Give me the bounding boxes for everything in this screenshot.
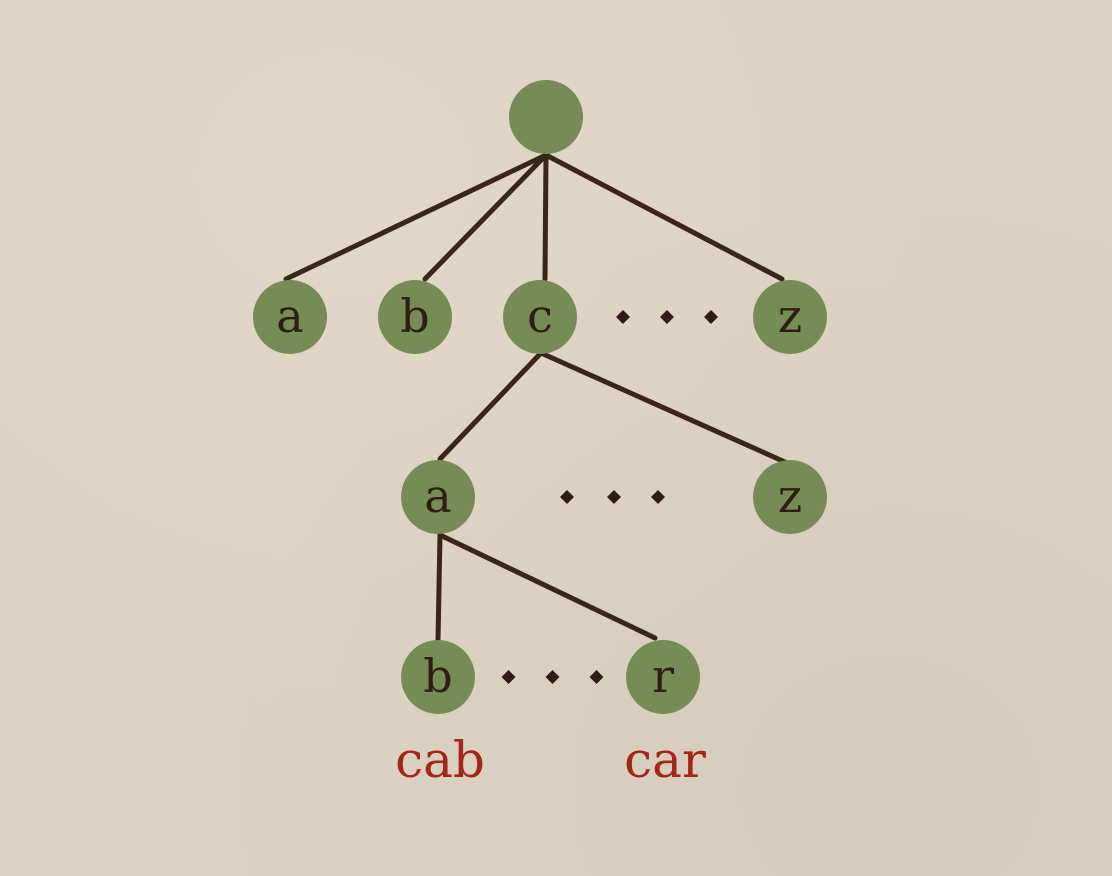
edge-a2-b3 — [435, 532, 443, 643]
node-label: a — [276, 289, 303, 343]
node-b1: b — [378, 280, 452, 354]
node-label: r — [652, 649, 674, 703]
node-label: b — [423, 649, 452, 703]
node-label: a — [424, 469, 451, 523]
node-label: z — [778, 469, 802, 523]
ellipsis-dots — [501, 670, 604, 684]
node-z1: z — [753, 280, 827, 354]
nodes-layer: a b c z a z b r — [253, 80, 827, 714]
ellipsis-dot — [660, 310, 674, 324]
node-circle — [509, 80, 583, 154]
edge-root-z1 — [543, 152, 785, 282]
node-b3: b — [401, 640, 475, 714]
node-circle — [753, 280, 827, 354]
node-circle — [253, 280, 327, 354]
ellipsis-layer — [501, 310, 718, 684]
word-label-cab: cab — [395, 731, 485, 789]
node-label: c — [527, 289, 553, 343]
ellipsis-dot — [501, 670, 516, 684]
node-root — [509, 80, 583, 154]
ellipsis-dot — [704, 310, 718, 324]
node-c1: c — [503, 280, 577, 354]
edges-layer — [283, 152, 788, 643]
node-a2: a — [401, 460, 475, 534]
edge-a2-r3 — [437, 532, 658, 641]
word-label-car: car — [624, 731, 706, 789]
ellipsis-dot — [651, 490, 665, 504]
node-circle — [626, 640, 700, 714]
edge-c1-z2 — [538, 350, 788, 465]
ellipsis-dot — [545, 670, 560, 684]
node-circle — [401, 640, 475, 714]
edge-c1-a2 — [437, 350, 544, 462]
node-a1: a — [253, 280, 327, 354]
ellipsis-dots — [560, 490, 665, 504]
ellipsis-dot — [589, 670, 604, 684]
node-circle — [503, 280, 577, 354]
node-z2: z — [753, 460, 827, 534]
node-label: z — [778, 289, 802, 343]
node-circle — [378, 280, 452, 354]
node-circle — [753, 460, 827, 534]
words-layer: cab car — [395, 731, 706, 789]
ellipsis-dots — [616, 310, 718, 324]
edge-root-c1 — [542, 152, 549, 282]
node-r3: r — [626, 640, 700, 714]
node-label: b — [400, 289, 429, 343]
edge-root-b1 — [422, 152, 549, 282]
ellipsis-dot — [616, 310, 630, 324]
ellipsis-dot — [607, 490, 621, 504]
ellipsis-dot — [560, 490, 574, 504]
edge-root-a1 — [283, 152, 549, 282]
node-circle — [401, 460, 475, 534]
